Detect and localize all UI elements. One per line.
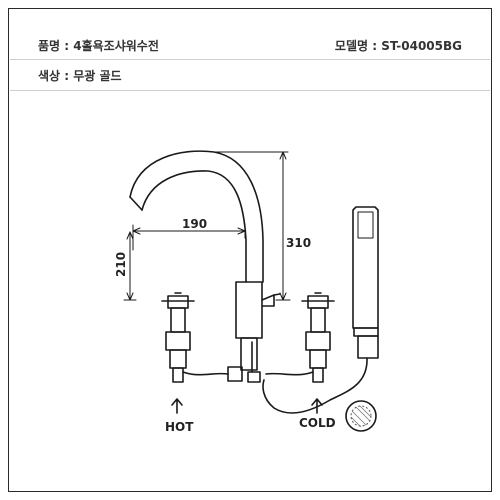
cold-arrow-icon <box>311 398 323 414</box>
outer-frame <box>8 8 492 492</box>
dimension-height-310: 310 <box>286 236 311 250</box>
spout-body <box>235 281 281 371</box>
connection-hoses <box>182 341 314 383</box>
shower-hose <box>262 357 368 414</box>
header-divider-top <box>10 59 490 60</box>
model-name-label: 모델명 : ST-04005BG <box>334 39 462 53</box>
shower-head <box>345 400 377 432</box>
dimension-width-190: 190 <box>182 217 207 231</box>
dimension-height-210: 210 <box>114 252 128 277</box>
cold-label: COLD <box>299 416 336 430</box>
hand-shower <box>352 206 379 359</box>
header-divider-bottom <box>10 90 490 91</box>
product-name-label: 품명 : 4홀욕조샤워수전 <box>38 39 159 53</box>
cold-cross-handle <box>301 292 335 383</box>
dimension-lines <box>123 151 291 301</box>
hot-arrow-icon <box>171 398 183 414</box>
color-label: 색상 : 무광 골드 <box>38 69 122 83</box>
hot-cross-handle <box>161 292 195 383</box>
hot-label: HOT <box>165 420 194 434</box>
